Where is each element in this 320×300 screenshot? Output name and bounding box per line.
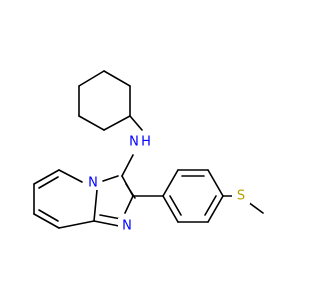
imidazole-ring: [93, 175, 136, 227]
atom-n-ring: N: [118, 218, 136, 234]
atom-nh-h-label: H: [141, 135, 151, 150]
bond-double-inner: [99, 214, 122, 220]
bond: [207, 169, 224, 197]
bond: [93, 220, 120, 227]
atom-s-label: S: [237, 189, 245, 204]
molecule-diagram: N H N N S: [33, 70, 264, 234]
atom-nh: N H: [128, 134, 154, 150]
bond: [78, 70, 105, 87]
atom-n-bridge: N: [84, 175, 102, 191]
bond-nh-c3: [121, 154, 134, 177]
bond-s-methyl: [247, 201, 264, 214]
bond: [58, 169, 83, 183]
bond-double-inner: [38, 209, 59, 222]
bond: [58, 220, 95, 229]
bond: [93, 189, 98, 222]
atom-n-bridge-label: N: [88, 176, 98, 191]
bond: [78, 115, 105, 131]
bond: [162, 169, 179, 197]
bond: [103, 115, 131, 131]
atom-nh-n-label: N: [129, 135, 139, 150]
bond-cyclohexyl-nh: [129, 115, 143, 131]
bond: [102, 175, 119, 182]
bond: [207, 195, 224, 223]
bond: [103, 70, 131, 87]
bond: [162, 195, 179, 223]
atom-n-ring-label: N: [122, 219, 132, 234]
phenyl-ring: [162, 169, 224, 223]
atom-s: S: [232, 188, 250, 204]
structure-canvas: N H N N S: [33, 70, 264, 234]
bond: [124, 195, 134, 214]
bond-double-inner: [204, 195, 217, 216]
pyridine-ring: [33, 169, 95, 229]
bond-double-inner: [169, 195, 182, 216]
bond: [33, 213, 60, 229]
bond: [33, 169, 60, 185]
cyclohexyl-ring: [78, 70, 131, 131]
bond-double-inner: [38, 176, 59, 189]
